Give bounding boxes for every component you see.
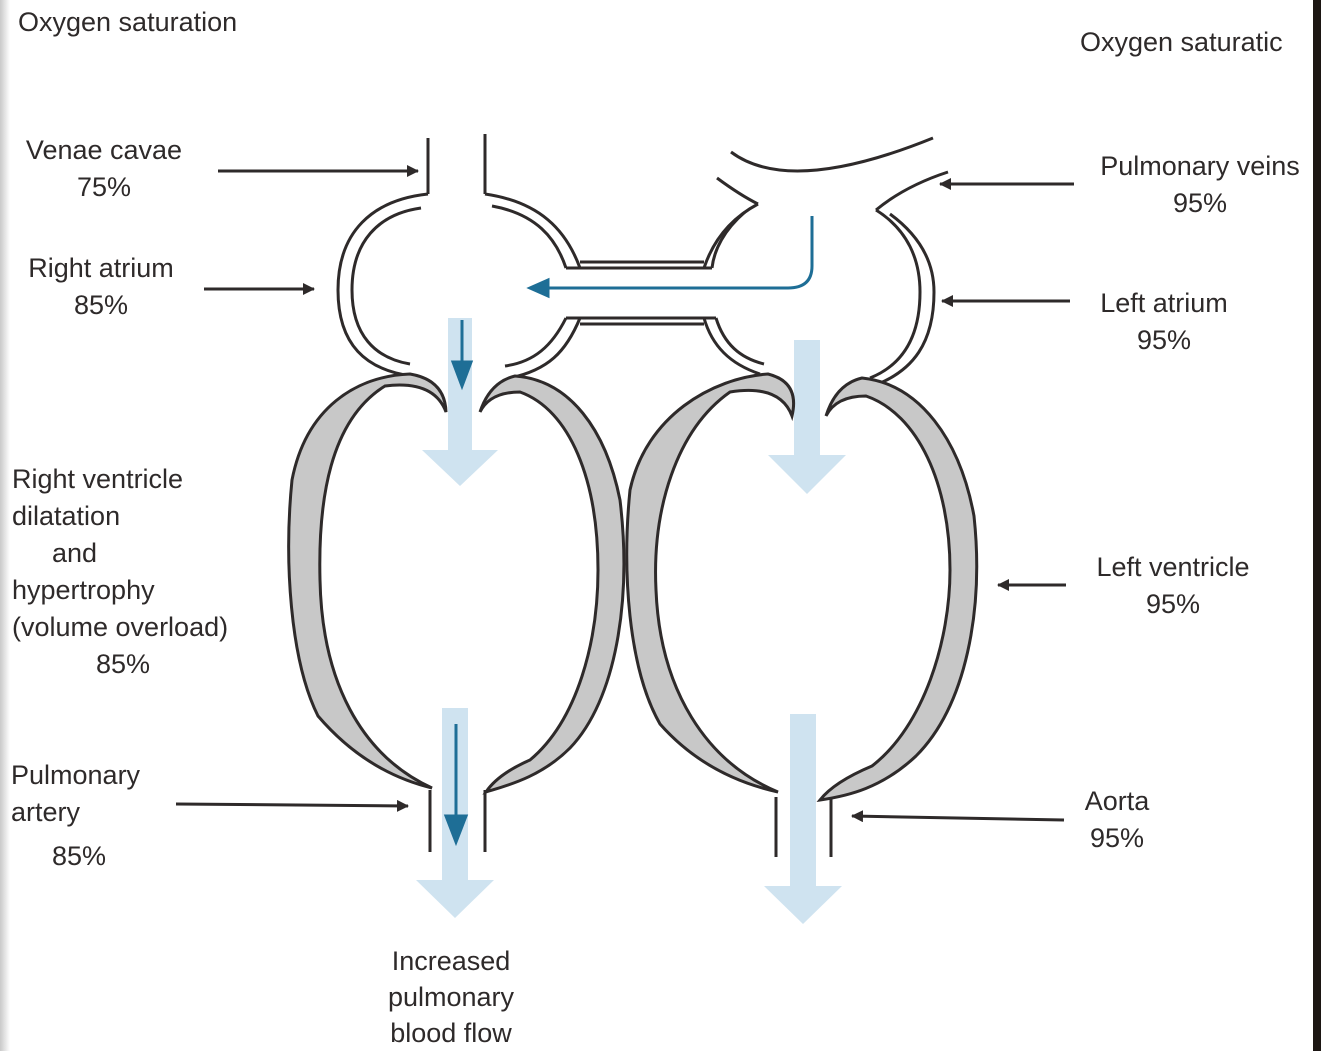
page-edge-border	[1313, 0, 1321, 1051]
label-left-atrium: Left atrium 95%	[1088, 285, 1240, 359]
caption-line: pulmonary	[366, 979, 536, 1015]
label-pulmonary-veins-value: 95%	[1090, 185, 1310, 222]
label-right-ventricle-line: Right ventricle	[12, 461, 228, 498]
label-aorta: Aorta 95%	[1078, 783, 1156, 857]
label-aorta-name: Aorta	[1078, 783, 1156, 820]
caption-line: blood flow	[366, 1015, 536, 1051]
label-right-ventricle-value: 85%	[12, 646, 228, 683]
label-right-atrium: Right atrium 85%	[16, 250, 186, 324]
shunt-flow-arrow	[530, 216, 812, 296]
venae-cavae-vessel	[428, 134, 485, 194]
left-ventricle-free-wall	[820, 378, 977, 800]
label-pulmonary-artery-value: 85%	[52, 838, 106, 875]
caption-line: Increased	[366, 943, 536, 979]
label-pulmonary-artery: Pulmonary artery	[11, 757, 140, 831]
flow-arrow-left-av	[768, 340, 846, 494]
label-aorta-value: 95%	[1078, 820, 1156, 857]
header-oxygen-saturation-right: Oxygen saturatic	[1080, 24, 1283, 61]
right-ventricle-septal-wall	[289, 374, 446, 788]
label-venae-cavae-value: 75%	[18, 169, 190, 206]
pointer-pulmonary-artery	[176, 804, 408, 806]
label-pulmonary-veins: Pulmonary veins 95%	[1090, 148, 1310, 222]
pulmonary-veins-vessel	[717, 138, 948, 210]
pointer-aorta	[852, 816, 1064, 820]
label-left-atrium-name: Left atrium	[1088, 285, 1240, 322]
left-ventricle-septal-wall	[627, 374, 794, 792]
label-right-ventricle-line: (volume overload)	[12, 609, 228, 646]
header-oxygen-saturation-left: Oxygen saturation	[18, 4, 237, 41]
label-right-atrium-name: Right atrium	[16, 250, 186, 287]
label-right-ventricle-line: and	[12, 535, 228, 572]
label-venae-cavae-name: Venae cavae	[18, 132, 190, 169]
label-left-ventricle-name: Left ventricle	[1082, 549, 1264, 586]
label-venae-cavae: Venae cavae 75%	[18, 132, 190, 206]
label-left-ventricle: Left ventricle 95%	[1082, 549, 1264, 623]
label-right-atrium-value: 85%	[16, 287, 186, 324]
label-pulmonary-veins-name: Pulmonary veins	[1090, 148, 1310, 185]
caption-increased-pulmonary-blood-flow: Increased pulmonary blood flow	[366, 943, 536, 1051]
label-right-ventricle-line: dilatation	[12, 498, 228, 535]
label-pulmonary-artery-line: Pulmonary	[11, 757, 140, 794]
atrial-septal-defect	[566, 262, 716, 324]
label-left-ventricle-value: 95%	[1082, 586, 1264, 623]
label-left-atrium-value: 95%	[1088, 322, 1240, 359]
label-pulmonary-artery-line: artery	[11, 794, 140, 831]
label-right-ventricle: Right ventricle dilatation and hypertrop…	[12, 461, 228, 683]
right-ventricle-free-wall	[480, 376, 624, 792]
label-right-ventricle-line: hypertrophy	[12, 572, 228, 609]
